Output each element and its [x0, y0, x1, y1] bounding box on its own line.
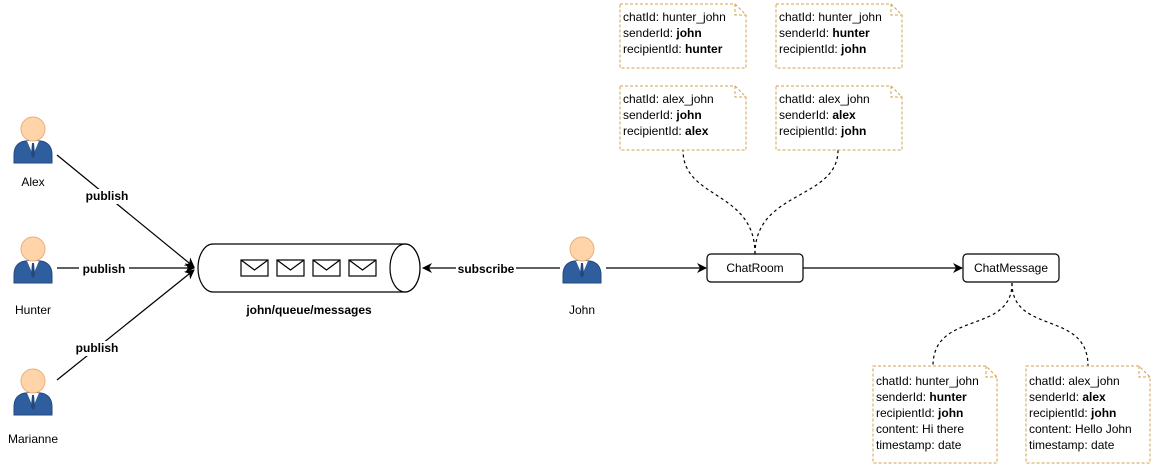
edge-label-publish-marianne: publish	[76, 341, 119, 355]
note-chat-id: alex_john	[662, 92, 714, 106]
edge-label-subscribe: subscribe	[458, 262, 515, 276]
note-sender-id: hunter	[832, 26, 870, 40]
actor-label-marianne: Marianne	[8, 432, 58, 446]
note-key: senderId:	[779, 26, 833, 40]
note-chat-id: hunter_john	[818, 10, 882, 24]
chatroom-note-hunter-john-from-john: chatId: hunter_john senderId: john recip…	[620, 6, 746, 57]
chatroom-box	[706, 253, 804, 283]
envelope-icon	[348, 259, 377, 277]
note-key: timestamp:	[876, 438, 939, 452]
note-sender-id: john	[676, 108, 702, 122]
chatroom-note-hunter-john-from-hunter: chatId: hunter_john senderId: hunter rec…	[776, 6, 902, 57]
note-chat-id: alex_john	[1068, 374, 1120, 388]
note-key: senderId:	[1029, 390, 1083, 404]
note-timestamp: date	[1091, 438, 1115, 452]
dashed-link-chatmessage-note-left	[932, 282, 1013, 367]
note-key: senderId:	[623, 26, 677, 40]
note-shape	[775, 3, 903, 69]
note-sender-id: hunter	[929, 390, 967, 404]
note-recipient-id: john	[841, 124, 867, 138]
note-shape	[1025, 365, 1151, 464]
actor-marianne-icon	[13, 368, 53, 416]
queue-label: john/queue/messages	[245, 303, 372, 317]
edge-label-publish-alex: publish	[86, 189, 129, 203]
edge-label-publish-hunter: publish	[83, 262, 126, 276]
actor-label-alex: Alex	[21, 175, 44, 189]
note-key: content:	[876, 422, 923, 436]
note-content: Hi there	[922, 422, 965, 436]
note-key: timestamp:	[1029, 438, 1092, 452]
note-recipient-id: john	[1091, 406, 1117, 420]
note-key: chatId:	[1029, 374, 1069, 388]
note-sender-id: alex	[832, 108, 856, 122]
envelope-icon	[312, 259, 341, 277]
chatmessage-note-hunter: chatId: hunter_john senderId: hunter rec…	[873, 370, 997, 453]
actor-hunter-icon	[13, 236, 53, 284]
note-key: recipientId:	[623, 42, 686, 56]
note-key: chatId:	[623, 92, 663, 106]
actor-label-john: John	[569, 303, 595, 317]
chatmessage-note-alex: chatId: alex_john senderId: alex recipie…	[1026, 370, 1150, 453]
note-chat-id: alex_john	[818, 92, 870, 106]
note-key: recipientId:	[779, 42, 842, 56]
actor-alex-icon	[13, 116, 53, 164]
note-recipient-id: john	[841, 42, 867, 56]
note-key: senderId:	[876, 390, 930, 404]
note-chat-id: hunter_john	[662, 10, 726, 24]
actor-john-icon	[562, 236, 602, 284]
note-key: chatId:	[623, 10, 663, 24]
note-chat-id: hunter_john	[915, 374, 979, 388]
dashed-link-chatroom-note-right	[754, 149, 839, 255]
note-recipient-id: john	[938, 406, 964, 420]
note-shape	[872, 365, 998, 464]
edge-alex-queue	[56, 154, 195, 268]
note-key: chatId:	[876, 374, 916, 388]
note-key: content:	[1029, 422, 1076, 436]
note-sender-id: john	[676, 26, 702, 40]
note-timestamp: date	[938, 438, 962, 452]
note-key: senderId:	[779, 108, 833, 122]
note-key: recipientId:	[1029, 406, 1092, 420]
note-shape	[619, 85, 747, 151]
note-recipient-id: hunter	[685, 42, 723, 56]
chatmessage-box	[962, 253, 1060, 283]
note-key: chatId:	[779, 10, 819, 24]
dashed-link-chatroom-note-left	[682, 149, 756, 255]
note-sender-id: alex	[1082, 390, 1106, 404]
note-key: recipientId:	[623, 124, 686, 138]
note-key: recipientId:	[876, 406, 939, 420]
edge-marianne-queue	[56, 269, 195, 381]
note-content: Hello John	[1075, 422, 1132, 436]
note-key: senderId:	[623, 108, 677, 122]
message-queue	[197, 243, 421, 293]
note-shape	[775, 85, 903, 151]
note-key: recipientId:	[779, 124, 842, 138]
chatmessage-label: ChatMessage	[974, 261, 1048, 275]
note-key: chatId:	[779, 92, 819, 106]
chatroom-note-alex-john-from-alex: chatId: alex_john senderId: alex recipie…	[776, 88, 902, 139]
dashed-link-chatmessage-note-right	[1011, 282, 1089, 367]
note-shape	[619, 3, 747, 69]
envelope-icon	[276, 259, 305, 277]
actor-label-hunter: Hunter	[15, 303, 51, 317]
chatroom-label: ChatRoom	[726, 261, 783, 275]
note-recipient-id: alex	[685, 124, 709, 138]
envelope-icon	[240, 259, 269, 277]
chatroom-note-alex-john-from-john: chatId: alex_john senderId: john recipie…	[620, 88, 746, 139]
